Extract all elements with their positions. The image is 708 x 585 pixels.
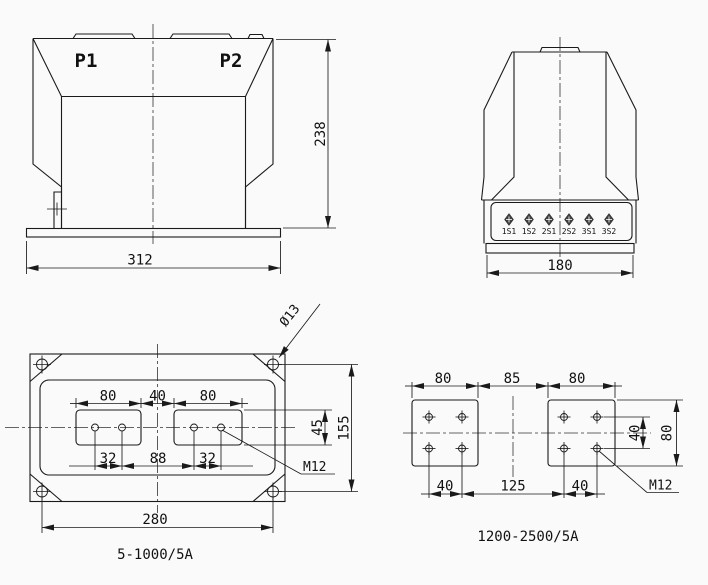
secondary-terminal-box	[490, 201, 633, 242]
front-outline	[32, 33, 274, 228]
dim-text-80r-large: 80	[569, 371, 586, 387]
dim-text-85-gap: 85	[504, 371, 521, 387]
terminal-label-p2: P2	[220, 50, 243, 72]
terminal-label-3s1: 3S1	[582, 227, 597, 236]
dim-chain-hole-pitches-large: 40 125 40	[421, 452, 605, 498]
dim-text-80-left: 80	[100, 389, 117, 405]
secondary-terminals: 1S1 1S2 2S1 2S2 3S1 3S2	[502, 213, 617, 236]
side-base-plate	[485, 242, 635, 254]
dim-text-88: 88	[150, 451, 167, 467]
dim-chain-pad-widths: 80 40 80	[70, 389, 248, 408]
dim-front-height: 238	[276, 39, 336, 229]
terminal-label-1s1: 1S1	[502, 227, 517, 236]
dim-text-40-gap: 40	[149, 389, 166, 405]
primary-pad-left	[75, 409, 142, 446]
dim-text-45: 45	[310, 419, 326, 436]
base-flange-outline	[29, 353, 286, 503]
dim-text-80l-large: 80	[435, 371, 452, 387]
dim-text-40-vert: 40	[628, 425, 644, 442]
dim-text-32-left: 32	[100, 451, 117, 467]
callout-hole-diameter: Ø13	[277, 302, 321, 358]
dim-text-238: 238	[313, 121, 329, 146]
ground-terminal-bracket	[47, 191, 67, 228]
callout-thread-small: M12	[221, 429, 335, 475]
caption-large-range: 1200-2500/5A	[477, 529, 579, 545]
dim-chain-hole-pitches: 32 88 32	[69, 431, 253, 470]
terminal-label-1s2: 1S2	[522, 227, 537, 236]
primary-pad-left-large	[411, 399, 479, 467]
terminal-screw-icon	[504, 213, 614, 226]
dim-text-40l-large: 40	[437, 479, 454, 495]
body-outline-top	[39, 379, 276, 476]
dim-text-80-vert: 80	[660, 425, 676, 442]
primary-terminal-tab-right	[169, 33, 233, 39]
dim-side-width: 180	[486, 255, 634, 278]
dim-chain-pad-widths-large: 80 85 80	[405, 371, 622, 398]
terminal-label-2s2: 2S2	[562, 227, 577, 236]
primary-pad-holes	[91, 423, 225, 432]
side-view: 1S1 1S2 2S1 2S2 3S1 3S2 180	[480, 37, 640, 278]
dim-text-40r-large: 40	[572, 479, 589, 495]
front-base-plate	[25, 227, 282, 238]
label-thread-small: M12	[303, 460, 326, 475]
plan-view-small: 80 40 80 32 88 32 45 155	[5, 302, 358, 563]
dim-text-280: 280	[142, 512, 167, 528]
label-thread-large: M12	[649, 479, 672, 494]
dim-text-155: 155	[337, 415, 353, 440]
terminal-label-3s2: 3S2	[602, 227, 617, 236]
dim-pad-height-large: 80	[617, 399, 683, 467]
label-hole-dia: Ø13	[277, 302, 303, 330]
side-outline	[480, 46, 640, 244]
dim-front-width: 312	[26, 241, 281, 274]
top-cap-bump	[539, 46, 581, 53]
primary-pad-right	[173, 409, 243, 446]
dim-pad-height: 45	[244, 409, 332, 446]
dim-text-32-right: 32	[199, 451, 216, 467]
front-view: P1 P2 238 312	[25, 24, 336, 274]
dim-text-125: 125	[500, 479, 525, 495]
terminal-label-2s1: 2S1	[542, 227, 557, 236]
dim-text-80-right: 80	[200, 389, 217, 405]
dim-text-180: 180	[547, 258, 572, 274]
dim-hole-pitch-vertical-large: 40	[604, 416, 650, 449]
plan-view-large: 80 85 80 40 125 40 40 80	[403, 371, 683, 545]
terminal-label-p1: P1	[75, 50, 98, 72]
callout-thread-large: M12	[598, 450, 679, 494]
primary-pad-right-large	[547, 399, 616, 467]
caption-small-range: 5-1000/5A	[117, 547, 193, 563]
dim-text-312: 312	[127, 253, 152, 269]
primary-terminal-tab-left	[72, 33, 136, 39]
primary-terminal-tab-small	[247, 33, 265, 39]
dim-mount-holes-horizontal: 280	[41, 497, 274, 533]
dim-mount-holes-vertical: 155	[279, 364, 358, 492]
